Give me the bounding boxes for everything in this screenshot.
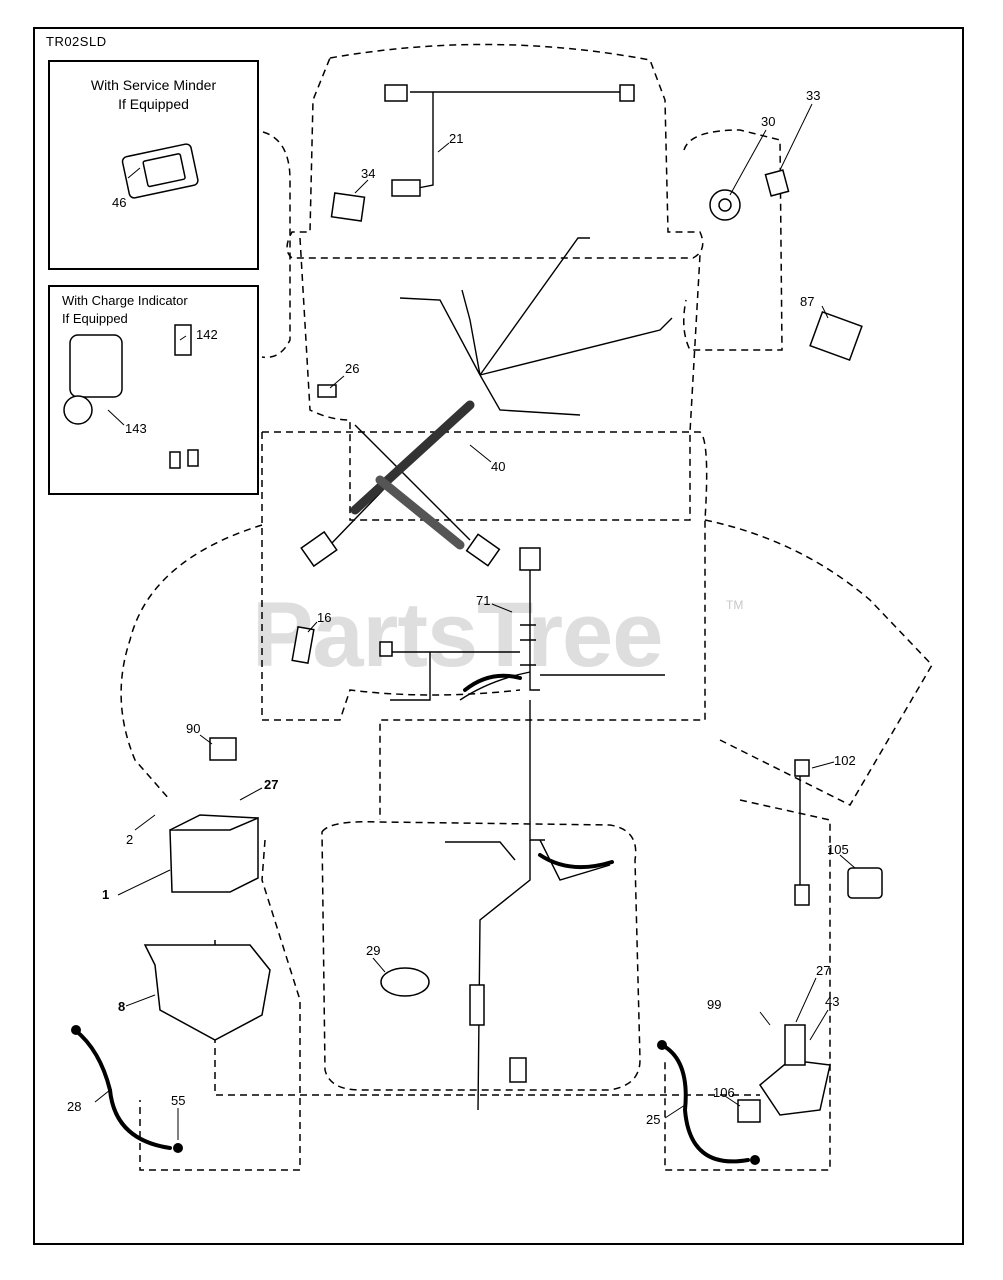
charge-indicator-title: With Charge Indicator If Equipped bbox=[62, 292, 188, 328]
callout-8: 8 bbox=[118, 999, 126, 1014]
charge-indicator-title-line2: If Equipped bbox=[62, 311, 128, 326]
callout-46: 46 bbox=[112, 195, 127, 210]
callout-27-starter: 27 bbox=[816, 963, 831, 978]
dash-outline bbox=[299, 237, 701, 521]
battery bbox=[169, 816, 259, 893]
service-minder-title-line2: If Equipped bbox=[118, 96, 189, 112]
service-minder-title: With Service Minder If Equipped bbox=[50, 76, 257, 114]
relay-87 bbox=[809, 310, 863, 362]
frame-left bbox=[261, 131, 291, 359]
seat-area bbox=[321, 820, 641, 1091]
callout-106: 106 bbox=[713, 1085, 735, 1100]
callout-90: 90 bbox=[186, 721, 201, 736]
callout-102: 102 bbox=[834, 753, 856, 768]
switch-16 bbox=[291, 626, 315, 664]
callout-34: 34 bbox=[361, 166, 376, 181]
diagram-code: TR02SLD bbox=[46, 34, 107, 49]
solenoid-105 bbox=[847, 867, 883, 899]
callout-40: 40 bbox=[491, 459, 506, 474]
body-center bbox=[262, 431, 708, 820]
callout-1: 1 bbox=[102, 887, 110, 902]
part-33 bbox=[764, 169, 790, 197]
callout-105: 105 bbox=[827, 842, 849, 857]
service-minder-title-line1: With Service Minder bbox=[90, 77, 217, 93]
watermark-tm: TM bbox=[726, 598, 744, 612]
callout-21: 21 bbox=[449, 131, 464, 146]
switch-34 bbox=[330, 192, 366, 222]
battery-tray bbox=[143, 944, 271, 1041]
rear-center bbox=[214, 940, 760, 1096]
callout-43: 43 bbox=[825, 994, 840, 1009]
starter-43 bbox=[759, 1059, 831, 1116]
callout-71: 71 bbox=[476, 593, 491, 608]
callout-30: 30 bbox=[761, 114, 776, 129]
callout-87: 87 bbox=[800, 294, 815, 309]
diagram-frame bbox=[33, 27, 964, 1245]
callout-29: 29 bbox=[366, 943, 381, 958]
callout-99: 99 bbox=[707, 997, 722, 1012]
callout-27-battery: 27 bbox=[264, 777, 279, 792]
callout-33: 33 bbox=[806, 88, 821, 103]
callout-2: 2 bbox=[126, 832, 134, 847]
charge-indicator-part bbox=[69, 334, 123, 398]
callout-55: 55 bbox=[171, 1093, 186, 1108]
right-fender bbox=[704, 519, 933, 806]
part-90 bbox=[209, 737, 237, 761]
part-29 bbox=[380, 967, 430, 997]
callout-28: 28 bbox=[67, 1099, 82, 1114]
callout-143: 143 bbox=[125, 421, 147, 436]
callout-26: 26 bbox=[345, 361, 360, 376]
fuse-26 bbox=[317, 384, 337, 398]
body-left-mid bbox=[261, 432, 521, 721]
hood-outline bbox=[286, 43, 704, 259]
watermark: PartsTree bbox=[252, 584, 663, 686]
left-lower bbox=[139, 839, 301, 1171]
callout-25: 25 bbox=[646, 1112, 661, 1127]
left-fender bbox=[120, 524, 263, 801]
charge-indicator-title-line1: With Charge Indicator bbox=[62, 293, 188, 308]
callout-16: 16 bbox=[317, 610, 332, 625]
frame-right bbox=[683, 129, 783, 351]
callout-142: 142 bbox=[196, 327, 218, 342]
